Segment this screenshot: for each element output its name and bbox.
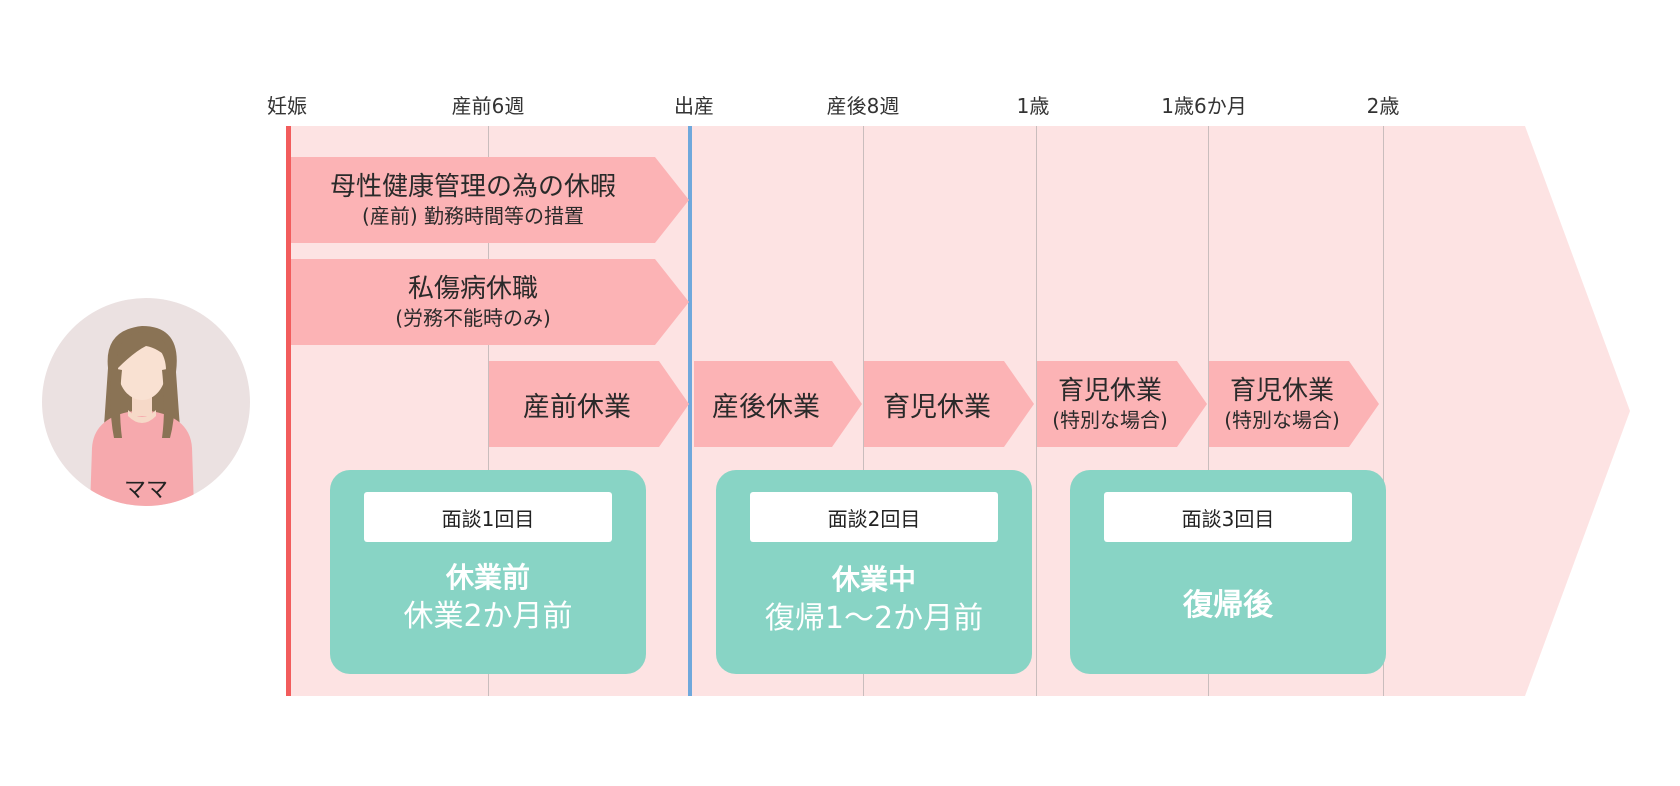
arrow-childcare-special-1-title: 育児休業: [1057, 376, 1162, 406]
arrow-postnatal-leave-label: 産後休業: [712, 391, 820, 423]
interview-1-subtitle: 休業2か月前: [403, 599, 573, 634]
mother-avatar-icon: [90, 326, 194, 506]
arrow-maternal-health: 母性健康管理の為の休暇 (産前) 勤務時間等の措置: [291, 157, 689, 243]
gridline-prenatal-6w: [488, 126, 489, 696]
interview-box-1: 面談1回目 休業前 休業2か月前: [330, 470, 646, 674]
tick-birth: 出産: [674, 94, 714, 118]
arrow-childcare-special-1: 育児休業 (特別な場合): [1037, 361, 1207, 447]
tick-postnatal-8w: 産後8週: [826, 94, 900, 118]
arrow-sick-leave: 私傷病休職 (労務不能時のみ): [291, 259, 689, 345]
interview-3-title: 復帰後: [1183, 588, 1273, 623]
interview-2-tag: 面談2回目: [750, 492, 998, 542]
gridline-age-1-6m: [1208, 126, 1209, 696]
arrow-childcare-special-2-title: 育児休業: [1229, 376, 1334, 406]
arrow-childcare-special-2: 育児休業 (特別な場合): [1209, 361, 1379, 447]
mother-avatar: [42, 298, 250, 506]
interview-box-3: 面談3回目 復帰後: [1070, 470, 1386, 674]
tick-age-1: 1歳: [1016, 94, 1050, 118]
arrow-sick-leave-title: 私傷病休職: [407, 274, 538, 304]
arrow-sick-leave-subtitle: (労務不能時のみ): [395, 306, 551, 330]
interview-3-tag: 面談3回目: [1104, 492, 1352, 542]
arrow-prenatal-leave: 産前休業: [489, 361, 689, 447]
gridline-age-2: [1383, 126, 1384, 696]
tick-prenatal-6w: 産前6週: [451, 94, 525, 118]
tick-age-1-6m: 1歳6か月: [1161, 94, 1247, 118]
interview-1-tag: 面談1回目: [364, 492, 612, 542]
arrow-postnatal-leave: 産後休業: [694, 361, 862, 447]
pregnancy-line: [286, 126, 291, 696]
tick-pregnancy: 妊娠: [267, 94, 307, 118]
birth-line: [688, 126, 692, 696]
arrow-maternal-health-title: 母性健康管理の為の休暇: [329, 172, 616, 202]
arrow-childcare-special-1-subtitle: (特別な場合): [1052, 408, 1168, 432]
gridline-age-1: [1036, 126, 1037, 696]
tick-age-2: 2歳: [1366, 94, 1400, 118]
interview-2-title: 休業中: [831, 563, 916, 596]
arrow-prenatal-leave-label: 産前休業: [523, 391, 631, 423]
mother-label: ママ: [123, 478, 168, 503]
interview-2-subtitle: 復帰1～2か月前: [764, 601, 984, 636]
arrow-childcare-special-2-subtitle: (特別な場合): [1224, 408, 1340, 432]
arrow-maternal-health-subtitle: (産前) 勤務時間等の措置: [362, 204, 584, 228]
gridline-postnatal-8w: [863, 126, 864, 696]
interview-box-2: 面談2回目 休業中 復帰1～2か月前: [716, 470, 1032, 674]
arrow-childcare-leave-label: 育児休業: [883, 391, 991, 423]
arrow-childcare-leave: 育児休業: [864, 361, 1034, 447]
interview-1-title: 休業前: [445, 561, 530, 594]
